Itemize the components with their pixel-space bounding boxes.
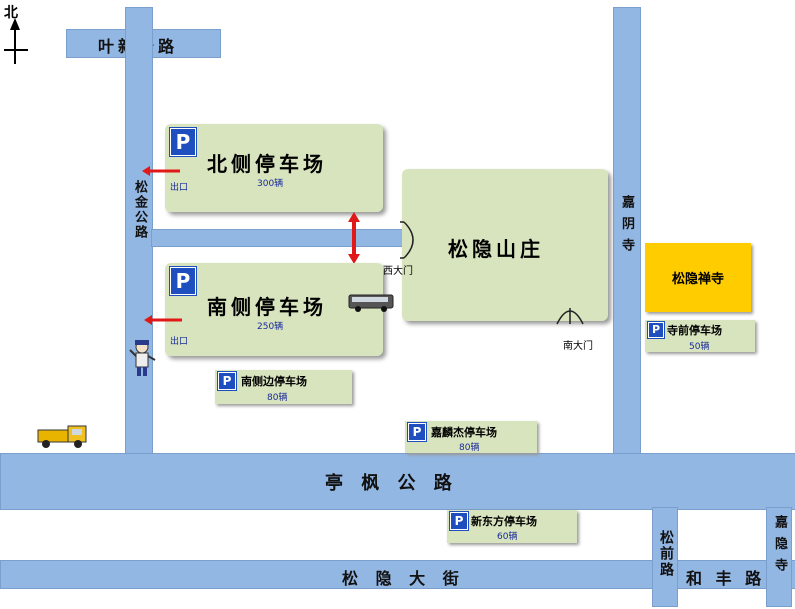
south-parking-name: 南侧停车场 [207,295,327,319]
south-gate-icon [556,308,584,325]
road-hefeng-label: 和 丰 路 [686,569,766,588]
compass-north-label: 北 [4,5,18,21]
south-side-parking-lot[interactable]: P 南侧边停车场 80辆 [215,370,352,404]
road-right-vertical-label: 嘉 阴 寺 [619,195,634,254]
xindongfang-parking-capacity: 60辆 [497,532,518,542]
temple-name: 松隐禅寺 [671,272,724,287]
jialinjie-parking-lot[interactable]: P 嘉麟杰停车场 80辆 [405,421,537,453]
south-side-parking-name: 南侧边停车场 [241,375,307,388]
road-songyin-label: 松 隐 大 街 [342,569,465,588]
songyin-villa[interactable]: 松隐山庄 [402,169,608,321]
road-connector [151,229,403,247]
south-parking-lot[interactable]: P 南侧停车场 250辆 [165,263,383,356]
west-gate-icon [400,221,414,259]
songyin-temple[interactable]: 松隐禅寺 [645,243,751,312]
north-parking-name: 北侧停车场 [207,152,327,176]
jialinjie-parking-capacity: 80辆 [459,443,480,453]
south-parking-capacity: 250辆 [257,322,284,332]
south-gate-label: 南大门 [563,341,593,352]
north-arrow-icon [4,18,28,64]
siqian-parking-lot[interactable]: P 寺前停车场 50辆 [645,320,755,352]
road-far-right-label: 嘉 隐 寺 [772,515,787,574]
road-songjin-label: 松金公路 [132,180,147,240]
xindongfang-parking-name: 新东方停车场 [471,515,537,528]
xindongfang-parking-lot[interactable]: P 新东方停车场 60辆 [447,510,577,543]
west-gate-label: 西大门 [383,266,413,277]
villa-name: 松隐山庄 [448,237,544,261]
bus-icon [348,294,394,312]
road-tingfeng-label: 亭 枫 公 路 [325,473,458,494]
road-songqian [652,507,678,607]
north-parking-capacity: 300辆 [257,179,284,189]
jialinjie-parking-name: 嘉麟杰停车场 [431,426,497,439]
road-tingfeng [0,453,795,510]
exit-arrow-icon [142,166,180,176]
double-arrow-icon [348,212,360,264]
siqian-parking-name: 寺前停车场 [667,324,722,337]
parking-icon: P [647,321,665,339]
road-songqian-label: 松前路 [658,530,674,578]
south-side-parking-capacity: 80辆 [267,393,288,403]
parking-icon: P [449,511,469,531]
south-parking-exit-label: 出口 [170,337,189,347]
north-parking-exit-label: 出口 [170,183,189,193]
exit-arrow-icon [144,315,182,325]
parking-icon: P [169,266,197,296]
parking-icon: P [169,127,197,157]
compass: 北 [2,2,32,66]
parking-icon: P [217,371,237,391]
traffic-police-icon [129,340,156,376]
truck-icon [37,425,87,448]
road-far-right [766,507,792,607]
siqian-parking-capacity: 50辆 [689,342,710,352]
parking-icon: P [407,422,427,442]
north-parking-lot[interactable]: P 北侧停车场 300辆 [165,124,383,212]
road-right-vertical [613,7,641,456]
